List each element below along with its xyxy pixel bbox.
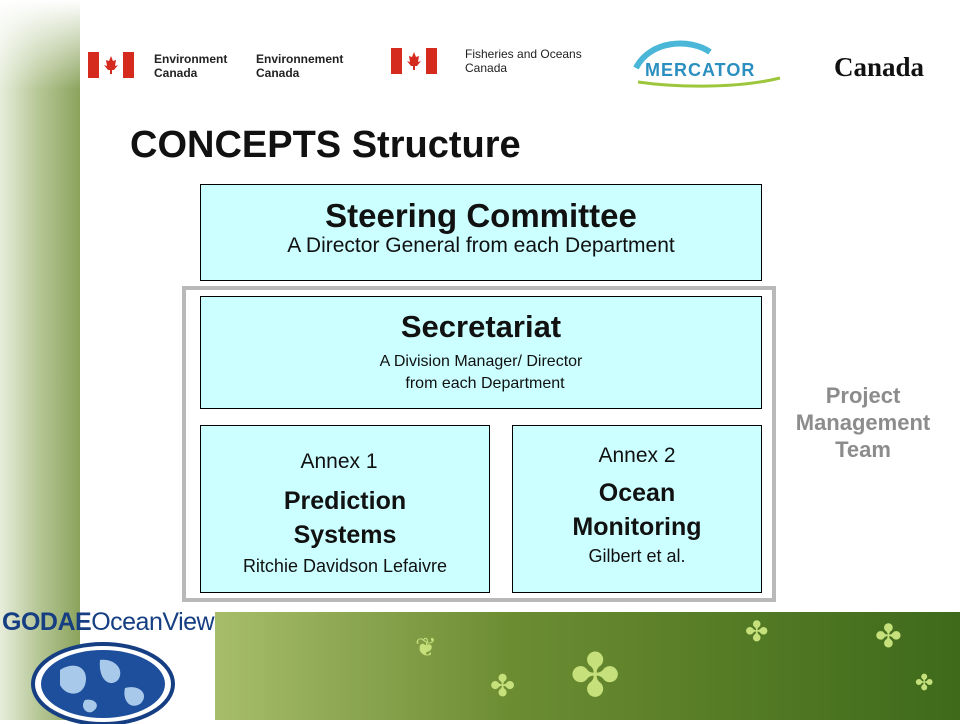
- godae-word: GODAE: [2, 608, 92, 636]
- steering-committee-box: Steering Committee A Director General fr…: [200, 184, 762, 281]
- secretariat-line1: A Division Manager/ Director: [379, 353, 583, 370]
- mercator-logo-icon: [633, 40, 781, 88]
- dfo-canada: Fisheries and Oceans Canada: [465, 47, 582, 75]
- page-title: CONCEPTS Structure: [130, 124, 521, 166]
- header-logos: Environment Canada Environnement Canada …: [80, 0, 960, 100]
- maple-leaf-icon: ✤: [915, 670, 934, 695]
- annex2-title1: Ocean: [598, 479, 676, 507]
- left-decor-bar: [0, 0, 80, 720]
- secretariat-title: Secretariat: [400, 309, 562, 344]
- env-fr-line2: Canada: [256, 66, 300, 80]
- oceanview-word: OceanView: [91, 608, 215, 636]
- canada-flag-icon: [391, 48, 437, 74]
- bottom-leaf-band: ❦ ✤ ✤ ✤ ✤ ✤: [215, 612, 960, 720]
- annex1-box: Annex 1 Prediction Systems Ritchie David…: [200, 425, 490, 593]
- env-en-line2: Canada: [154, 66, 198, 80]
- annex1-label: Annex 1: [300, 450, 378, 473]
- env-canada-en: Environment Canada: [154, 52, 227, 80]
- steering-subtitle: A Director General from each Department: [287, 234, 675, 257]
- annex2-people: Gilbert et al.: [588, 546, 686, 566]
- annex2-title2: Monitoring: [572, 513, 702, 541]
- globe-icon: [31, 642, 175, 724]
- pm-line2: Management: [795, 410, 931, 435]
- maple-leaf-icon: ✤: [875, 618, 902, 654]
- pm-line3: Team: [835, 437, 891, 462]
- maple-leaf-icon: ✤: [745, 616, 769, 647]
- dfo-line2: Canada: [465, 61, 508, 75]
- maple-leaf-icon: ❦: [415, 632, 437, 662]
- canada-flag-icon: [88, 52, 134, 78]
- secretariat-line2: from each Department: [405, 375, 565, 392]
- project-management-team-label: Project Management Team: [778, 382, 948, 463]
- annex1-people: Ritchie Davidson Lefaivre: [242, 556, 448, 576]
- canada-wordmark: Canada: [834, 52, 924, 83]
- env-en-line1: Environment: [154, 52, 228, 66]
- env-fr-line1: Environnement: [256, 52, 344, 66]
- annex2-label: Annex 2: [598, 444, 676, 467]
- annex2-box: Annex 2 Ocean Monitoring Gilbert et al.: [512, 425, 762, 593]
- steering-title: Steering Committee: [325, 197, 637, 234]
- godae-oceanview-logo: GODAEOceanView: [2, 608, 215, 637]
- pm-line1: Project: [825, 383, 901, 408]
- maple-leaf-icon: ✤: [490, 670, 516, 703]
- project-management-frame: [182, 286, 776, 602]
- annex1-title2: Systems: [293, 521, 397, 549]
- maple-leaf-icon: ✤: [570, 642, 621, 709]
- mercator-wordmark: MERCATOR: [645, 60, 756, 80]
- canada-wordmark-text: Canada: [834, 52, 925, 82]
- annex1-title1: Prediction: [283, 487, 407, 515]
- dfo-line1: Fisheries and Oceans: [465, 47, 582, 61]
- secretariat-box: Secretariat A Division Manager/ Director…: [200, 296, 762, 409]
- env-canada-fr: Environnement Canada: [256, 52, 343, 80]
